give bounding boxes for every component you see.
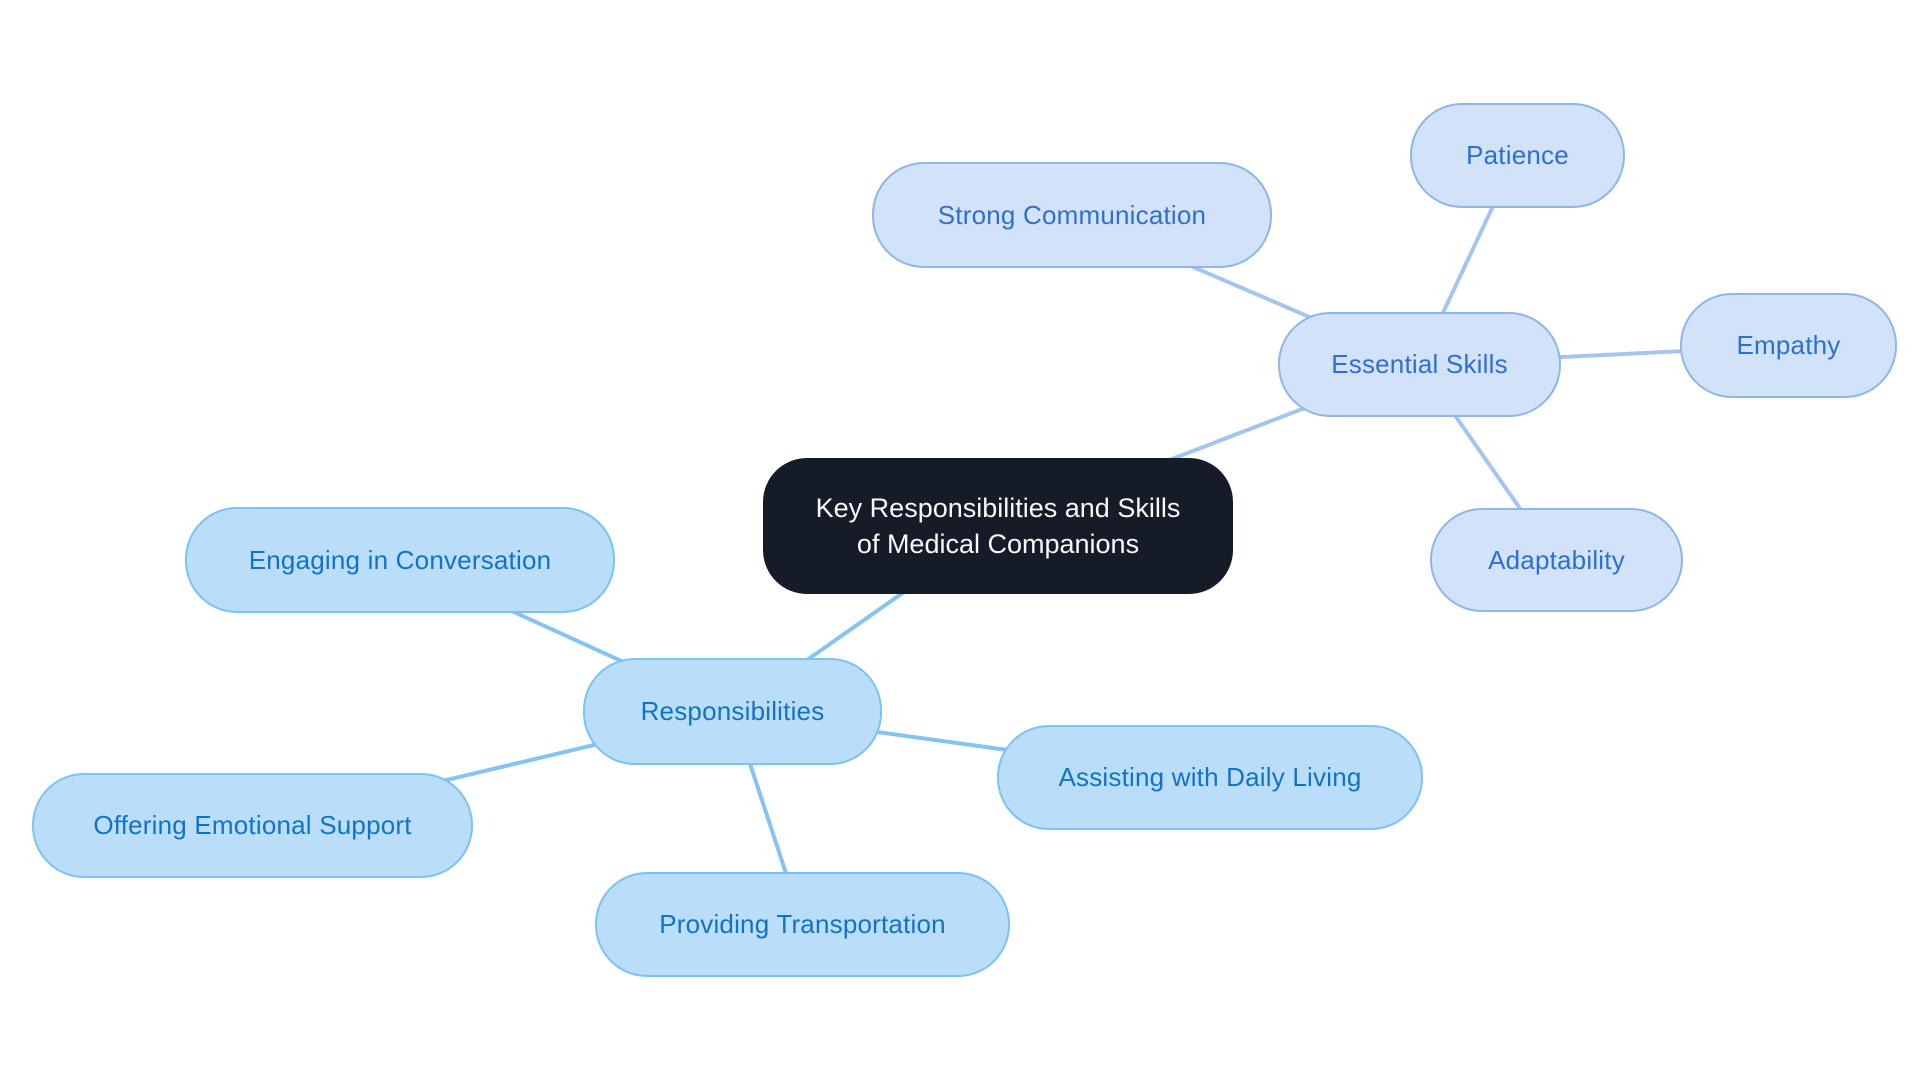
child-node-providing-transportation[interactable]: Providing Transportation bbox=[595, 872, 1010, 977]
child-node-engaging-in-conversation[interactable]: Engaging in Conversation bbox=[185, 507, 615, 613]
child-node-label: Adaptability bbox=[1488, 544, 1625, 575]
central-node-label-line1: Key Responsibilities and Skills bbox=[815, 493, 1181, 523]
child-node-label: Providing Transportation bbox=[659, 909, 946, 939]
branch-node-responsibilities[interactable]: Responsibilities bbox=[583, 658, 882, 765]
central-node-label-line2: of Medical Companions bbox=[856, 529, 1140, 559]
child-node-label: Patience bbox=[1466, 140, 1569, 170]
central-node[interactable]: Key Responsibilities and Skills of Medic… bbox=[763, 458, 1233, 594]
branch-node-label: Responsibilities bbox=[640, 696, 825, 726]
child-node-empathy[interactable]: Empathy bbox=[1680, 293, 1897, 398]
branch-node-essential-skills[interactable]: Essential Skills bbox=[1278, 312, 1561, 417]
child-node-assisting-with-daily-living[interactable]: Assisting with Daily Living bbox=[997, 725, 1423, 830]
branch-node-label: Essential Skills bbox=[1331, 349, 1508, 379]
child-node-strong-communication[interactable]: Strong Communication bbox=[872, 162, 1272, 268]
child-node-label: Empathy bbox=[1736, 330, 1841, 360]
child-node-adaptability[interactable]: Adaptability bbox=[1430, 508, 1683, 612]
child-node-label: Engaging in Conversation bbox=[248, 544, 552, 575]
child-node-label: Strong Communication bbox=[937, 199, 1207, 230]
child-node-label: Assisting with Daily Living bbox=[1058, 762, 1362, 792]
child-node-patience[interactable]: Patience bbox=[1410, 103, 1625, 208]
child-node-offering-emotional-support[interactable]: Offering Emotional Support bbox=[32, 773, 473, 878]
child-node-label: Offering Emotional Support bbox=[93, 810, 412, 840]
